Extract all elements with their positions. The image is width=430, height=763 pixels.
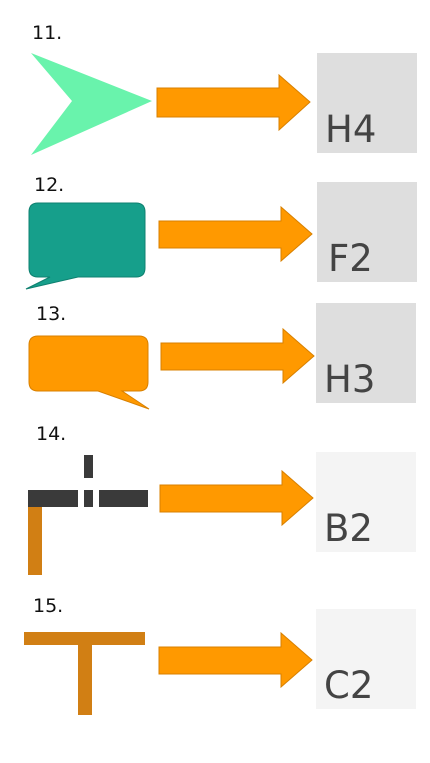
answer-label-13: H3 [324, 358, 376, 401]
answer-box-14: B2 [316, 452, 416, 552]
answer-label-11: H4 [325, 108, 377, 151]
item-number-12: 12. [34, 174, 65, 196]
answer-box-11: H4 [317, 53, 417, 153]
item-number-11: 11. [32, 22, 63, 44]
item-number-14: 14. [36, 423, 67, 445]
answer-box-15: C2 [316, 609, 416, 709]
item-number-13: 13. [36, 303, 67, 325]
answer-label-15: C2 [324, 664, 374, 707]
answer-label-12: F2 [328, 237, 373, 280]
item-number-15: 15. [33, 595, 64, 617]
answer-label-14: B2 [324, 507, 373, 550]
answer-box-12: F2 [317, 182, 417, 282]
answer-box-13: H3 [316, 303, 416, 403]
